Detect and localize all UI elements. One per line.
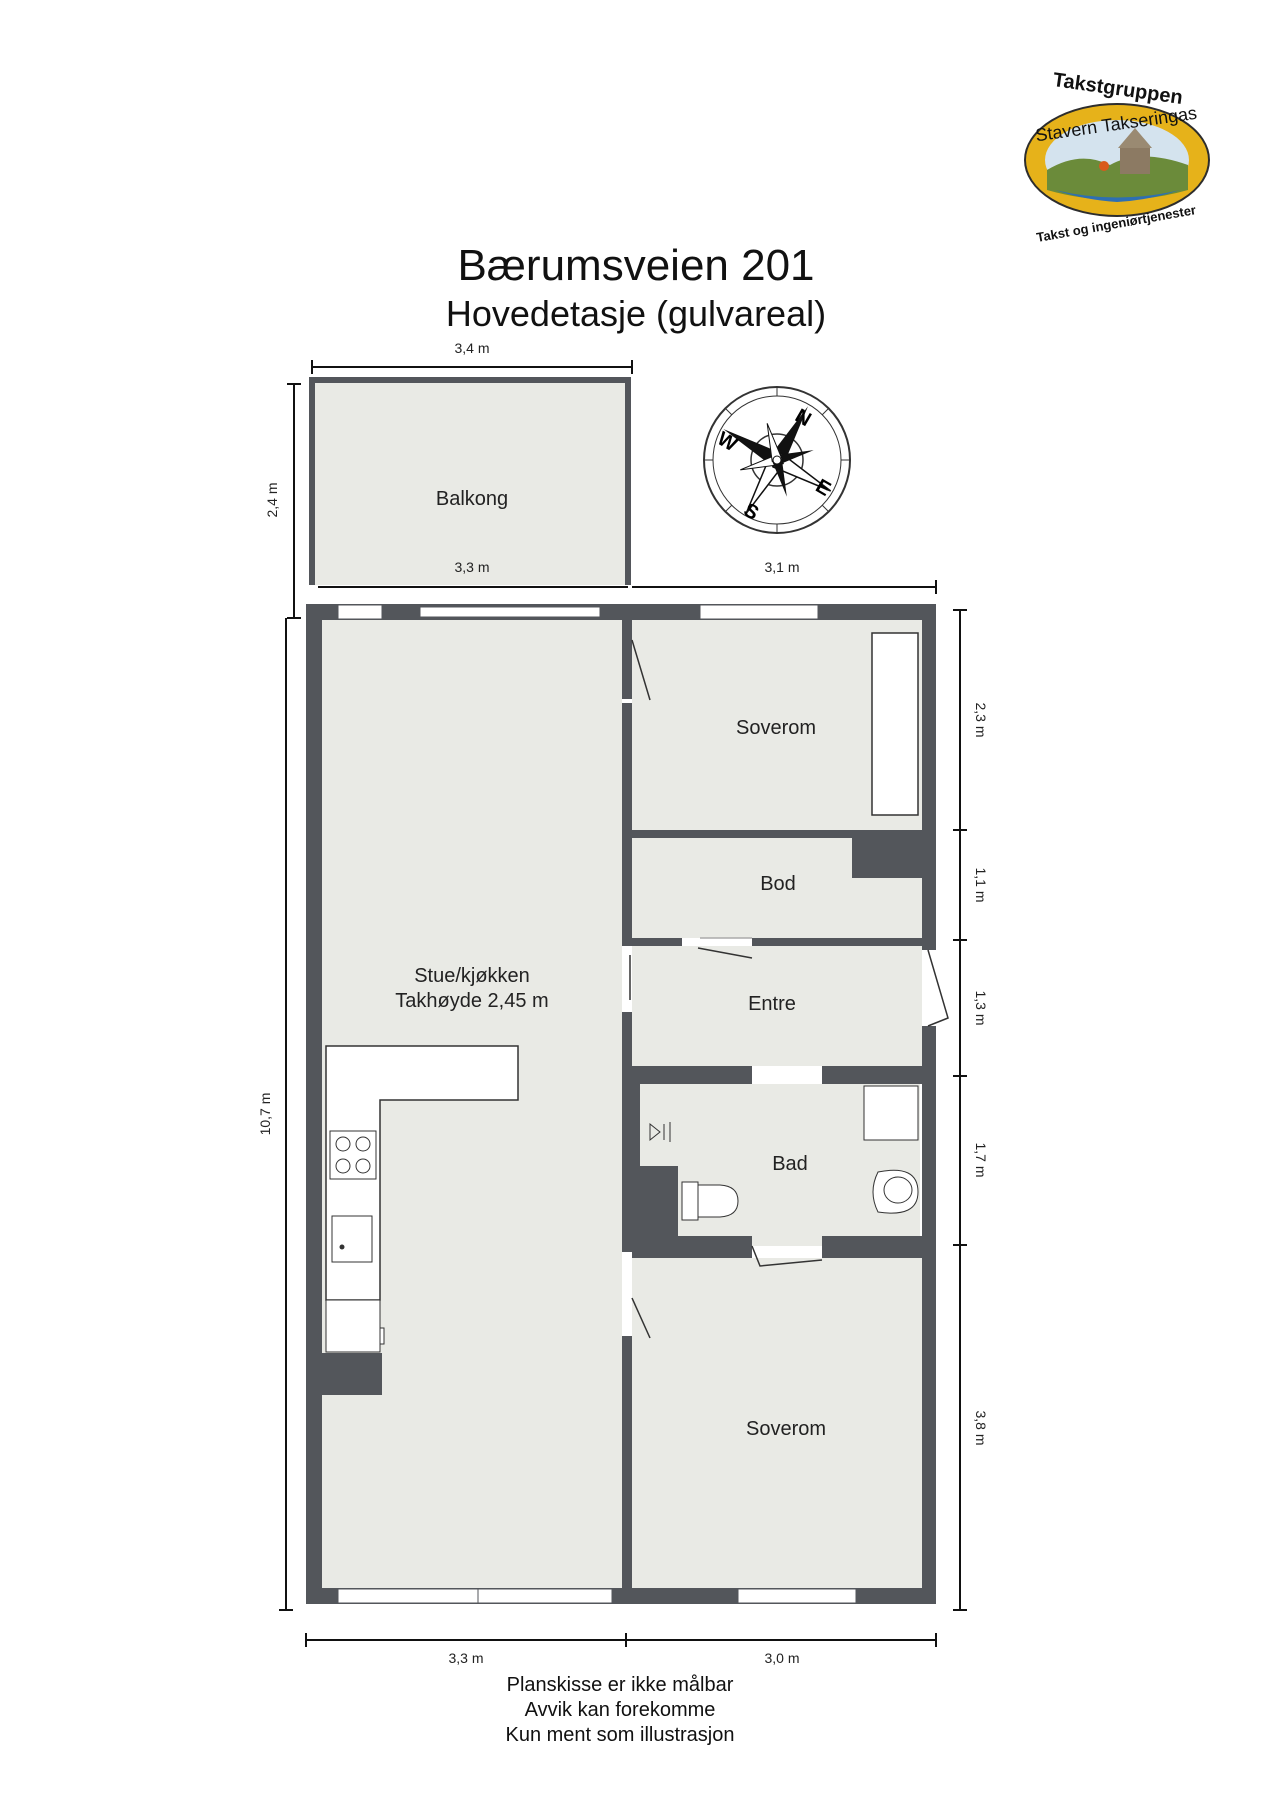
doors [629,639,949,1339]
dim-balkong-top: 3,4 m [454,340,489,356]
balcony [309,377,631,585]
dim-bottom-left: 3,3 m [448,1650,483,1666]
dim-right-bod: 1,1 m [973,867,989,902]
dim-right-bad: 1,7 m [973,1142,989,1177]
room-label-stue-line1: Stue/kjøkken [414,965,530,987]
room-label-bad: Bad [772,1153,808,1175]
room-label-balkong: Balkong [436,488,508,510]
dimension-lines [279,360,967,1647]
note-line-3: Kun ment som illustrasjon [506,1724,735,1746]
windows [337,604,857,1604]
dim-right-soverom: 2,3 m [973,702,989,737]
page-subtitle: Hovedetasje (gulvareal) [446,293,826,334]
compass-rose: N E S W [703,386,851,534]
dim-right-soverom-bottom: 3,8 m [973,1410,989,1445]
note-line-1: Planskisse er ikke målbar [507,1674,734,1696]
room-label-bod: Bod [760,873,796,895]
dim-balkong-inner: 3,3 m [454,559,489,575]
dim-right-entre: 1,3 m [973,990,989,1025]
room-label-soverom-bottom: Soverom [746,1418,826,1440]
dim-top-right: 3,1 m [764,559,799,575]
company-logo: Takstgruppen Stavern Takseringas Takst o… [1024,69,1210,245]
room-label-soverom-top: Soverom [736,717,816,739]
page-title: Bærumsveien 201 [457,241,814,290]
dim-balkong-left: 2,4 m [264,482,280,517]
note-line-2: Avvik kan forekomme [525,1699,716,1721]
walls [306,604,936,1604]
dim-bottom-right: 3,0 m [764,1650,799,1666]
fixtures [325,632,919,1353]
room-label-entre: Entre [748,993,796,1015]
room-label-stue-line2: Takhøyde 2,45 m [395,990,548,1012]
dim-left-total: 10,7 m [257,1093,273,1136]
